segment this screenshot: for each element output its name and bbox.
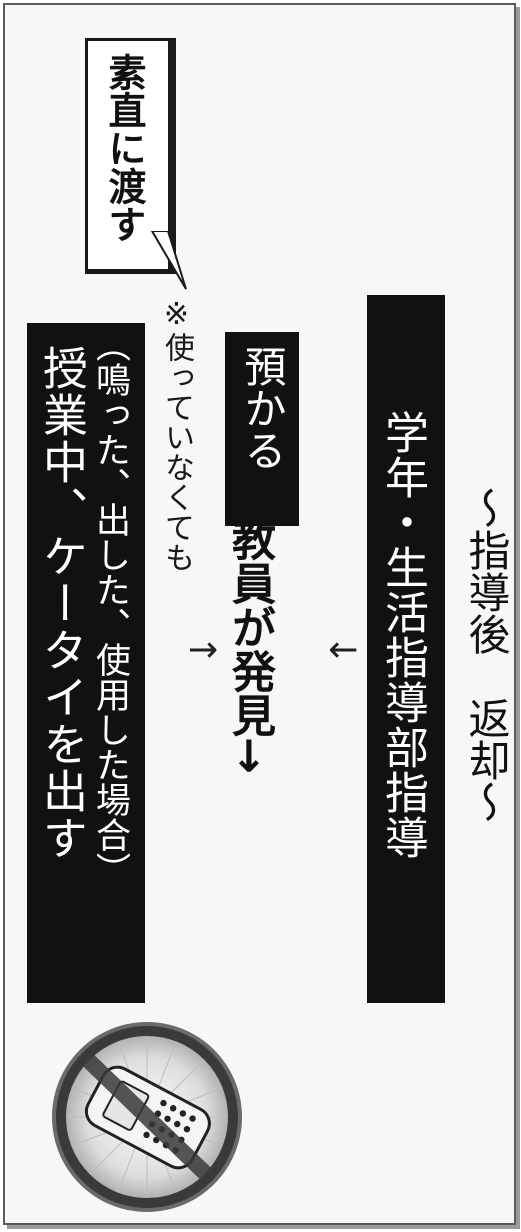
arrow-up-icon: ↑ — [181, 635, 222, 666]
keep-block — [225, 332, 299, 526]
return-after-guidance-text: 〜指導後 返却〜 — [462, 487, 511, 823]
no-phone-icon — [52, 1022, 242, 1212]
arrow-down-icon: ↓ — [321, 635, 362, 666]
main-rule-title: 授業中、ケータイを出す — [35, 345, 88, 862]
callout-box — [85, 38, 176, 274]
callout-tail — [150, 231, 187, 290]
arrow-right-icon: → — [224, 737, 275, 774]
note-text: ※使っていなくても — [159, 297, 194, 572]
notice-sheet: 素直に渡す 授業中、ケータイを出す （鳴った、出した、使用した場合） ※使ってい… — [3, 3, 516, 1225]
teacher-found-label: 教員が発見 — [224, 517, 275, 737]
keep-text: 預かる — [238, 345, 287, 471]
main-rule-subtitle: （鳴った、出した、使用した場合） — [90, 327, 130, 887]
guidance-block — [367, 295, 445, 1003]
teacher-found-text: 教員が発見→ — [224, 517, 275, 774]
callout-text: 素直に渡す — [102, 53, 146, 243]
guidance-text: 学年・生活指導部指導 — [377, 410, 428, 860]
main-rule-block — [27, 323, 145, 1003]
